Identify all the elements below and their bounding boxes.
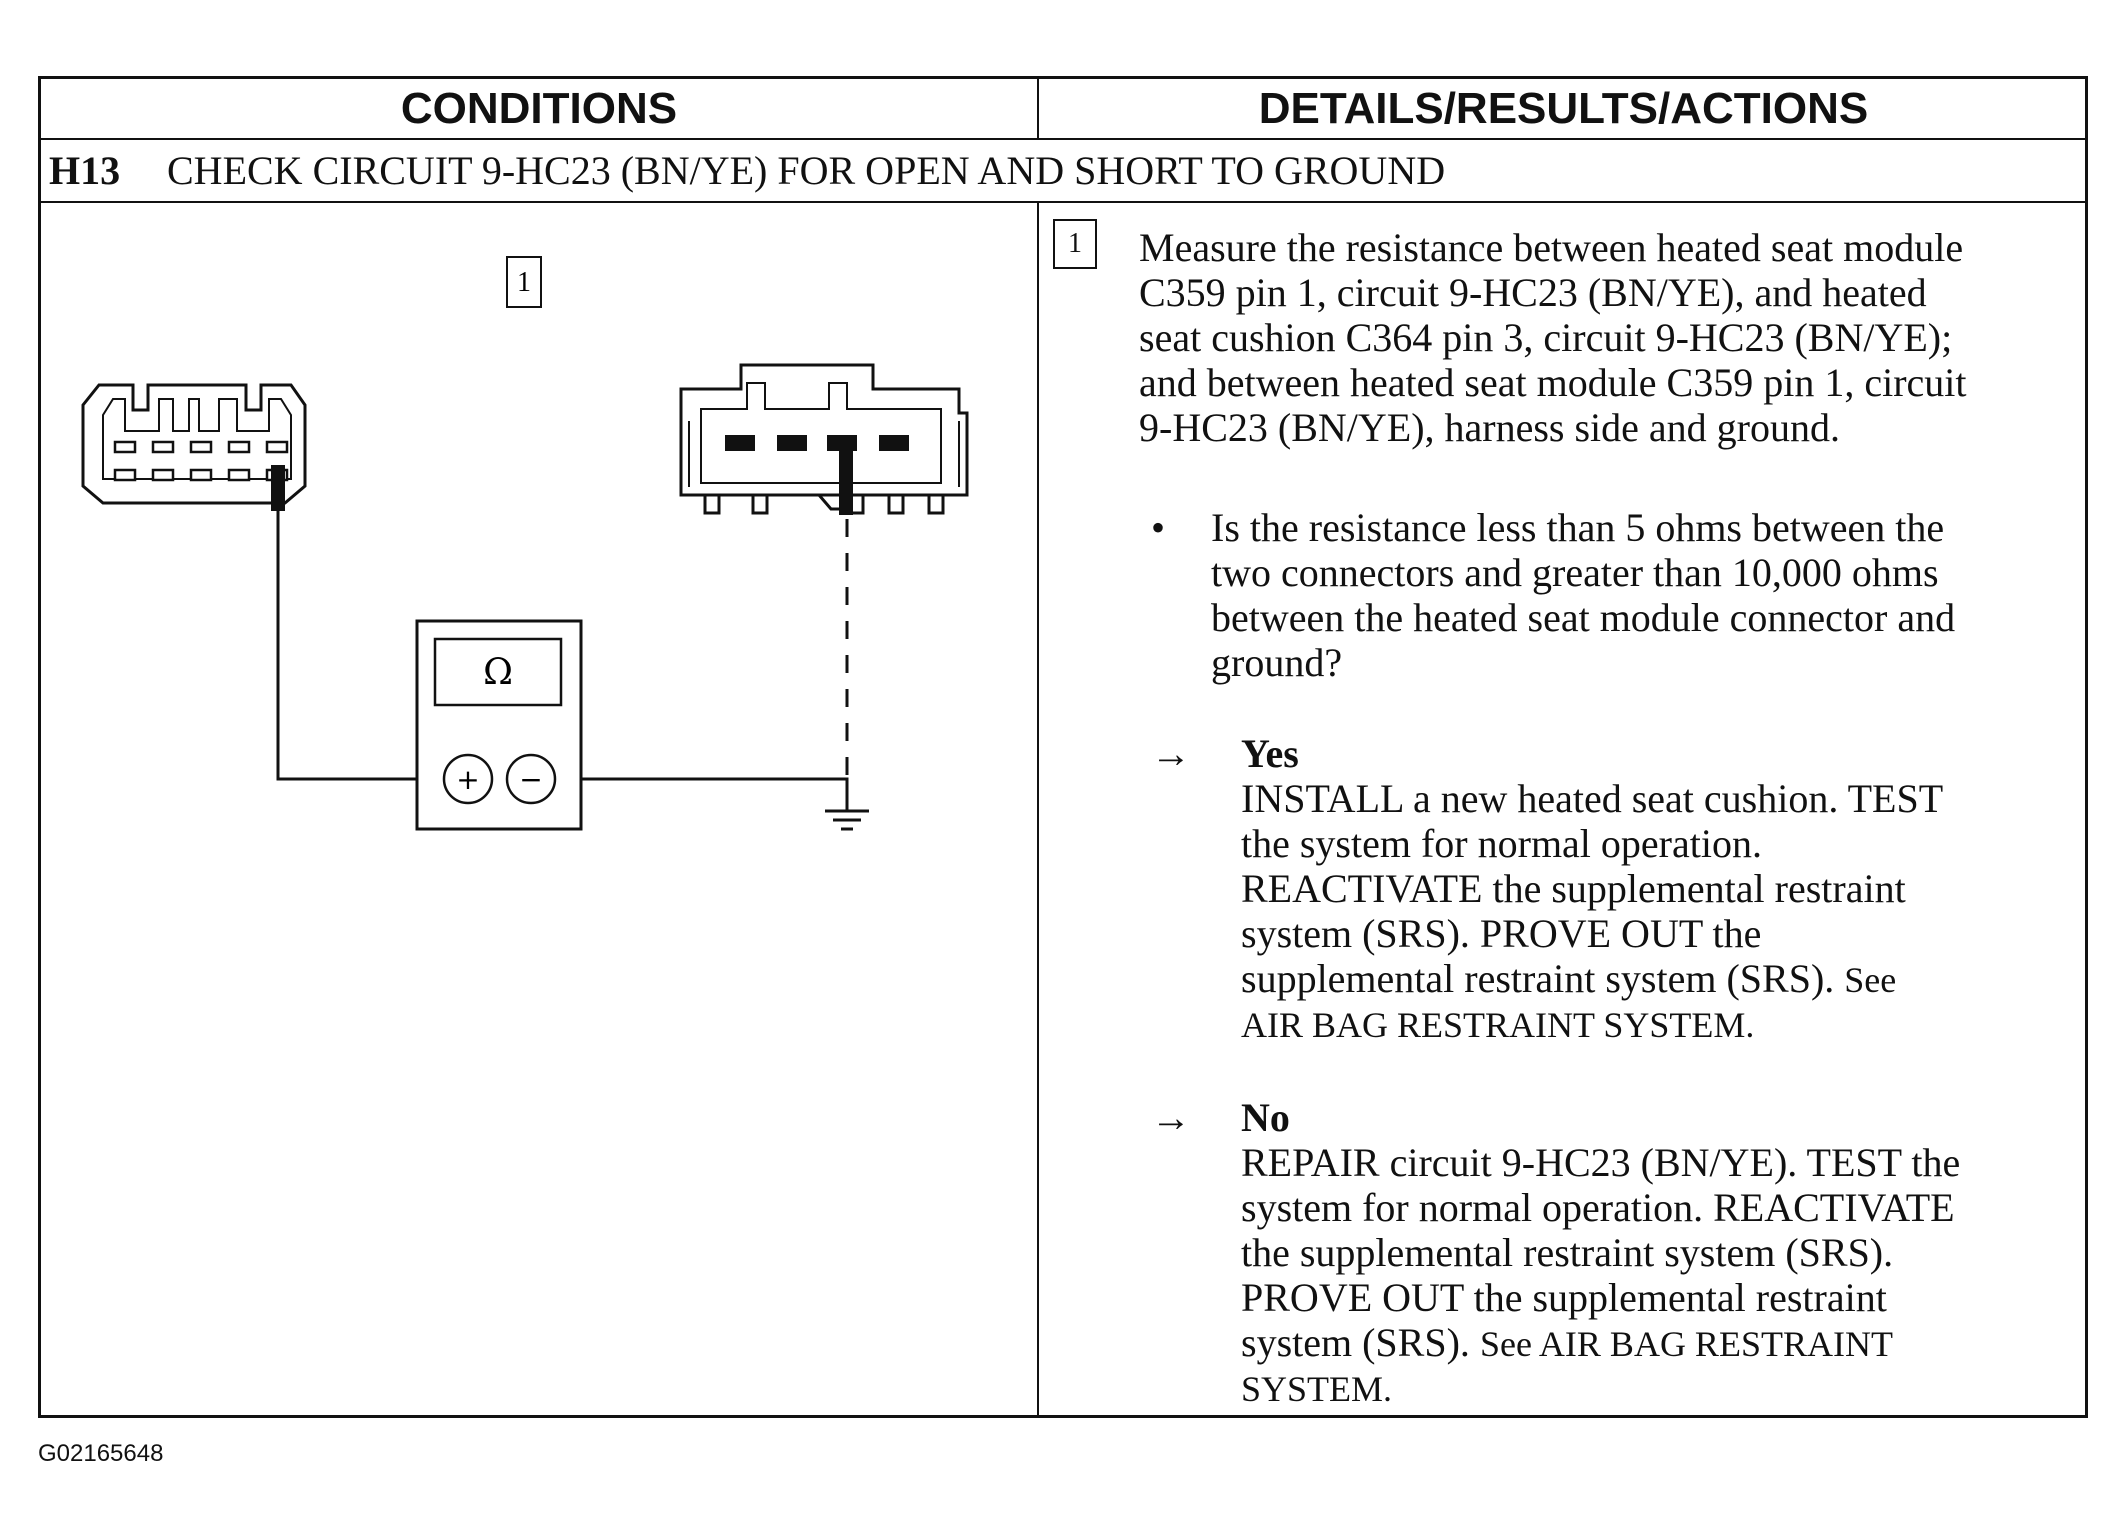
arrow-right-icon: → — [1151, 1095, 1191, 1140]
ohmmeter: Ω + − — [415, 619, 583, 831]
column-divider — [1037, 203, 1039, 1415]
ohm-icon: Ω — [483, 652, 513, 693]
connector-diagram: 1 — [81, 256, 969, 831]
probe-tip-left — [271, 465, 285, 511]
no-label: No — [1241, 1095, 1290, 1140]
details-step-box: 1 — [1053, 219, 1097, 269]
instruction-line: C359 pin 1, circuit 9-HC23 (BN/YE), and … — [1139, 270, 1927, 315]
positive-terminal — [442, 753, 494, 805]
details-header: DETAILS/RESULTS/ACTIONS — [1258, 84, 1869, 133]
question-line: two connectors and greater than 10,000 o… — [1211, 550, 1939, 595]
heated-seat-cushion-connector — [679, 363, 969, 515]
conditions-header: CONDITIONS — [400, 84, 678, 133]
no-line-text: system (SRS). — [1241, 1320, 1470, 1365]
no-line: PROVE OUT the supplemental restraint — [1241, 1275, 1887, 1320]
yes-line: REACTIVATE the supplemental restraint — [1241, 866, 1906, 911]
arrow-right-icon: → — [1151, 731, 1191, 776]
yes-line: INSTALL a new heated seat cushion. TEST — [1241, 776, 1944, 821]
heated-seat-module-connector — [81, 383, 307, 505]
probe-tip-right — [839, 451, 853, 515]
test-diagram: 1 — [41, 203, 1037, 1418]
yes-reference: AIR BAG RESTRAINT SYSTEM. — [1241, 1005, 1755, 1045]
no-line: system (SRS). See AIR BAG RESTRAINT — [1241, 1320, 1960, 1367]
yes-line-text: supplemental restraint system (SRS). — [1241, 956, 1835, 1001]
yes-line: supplemental restraint system (SRS). See — [1241, 956, 1943, 1003]
question-line: Is the resistance less than 5 ohms betwe… — [1211, 505, 1945, 550]
instruction-line: 9-HC23 (BN/YE), harness side and ground. — [1139, 405, 1840, 450]
yes-label: Yes — [1241, 731, 1299, 776]
ground-icon — [825, 793, 869, 831]
no-line: system for normal operation. REACTIVATE — [1241, 1185, 1955, 1230]
instruction-line: Measure the resistance between heated se… — [1139, 225, 1964, 270]
plus-icon: + — [456, 763, 479, 796]
negative-terminal — [505, 753, 557, 805]
no-actions: REPAIR circuit 9-HC23 (BN/YE). TEST the … — [1241, 1140, 1960, 1412]
no-see: See AIR BAG RESTRAINT — [1479, 1324, 1893, 1364]
diagram-step-box — [506, 256, 542, 308]
question-line: between the heated seat module connector… — [1211, 595, 1956, 640]
connector-pins-top — [113, 440, 289, 482]
connector-pins-right — [725, 435, 909, 451]
meter-lead-positive — [276, 511, 471, 781]
details-panel: 1 Measure the resistance between heated … — [1039, 203, 2088, 1418]
step-title-row: H13 CHECK CIRCUIT 9-HC23 (BN/YE) FOR OPE… — [41, 140, 2085, 203]
instruction-text: Measure the resistance between heated se… — [1139, 225, 1967, 450]
diagram-step-number: 1 — [517, 267, 531, 298]
figure-id: G02165648 — [38, 1440, 164, 1467]
question-line: ground? — [1211, 640, 1343, 685]
question-text: Is the resistance less than 5 ohms betwe… — [1211, 505, 1955, 685]
instruction-line: and between heated seat module C359 pin … — [1139, 360, 1967, 405]
no-line: the supplemental restraint system (SRS). — [1241, 1230, 1894, 1275]
no-line: REPAIR circuit 9-HC23 (BN/YE). TEST the — [1241, 1140, 1961, 1185]
yes-line: system (SRS). PROVE OUT the — [1241, 911, 1762, 956]
procedure-table: CONDITIONS DETAILS/RESULTS/ACTIONS H13 C… — [38, 76, 2088, 1418]
column-divider — [1037, 79, 1039, 138]
meter-lead-negative — [573, 777, 849, 793]
yes-line: the system for normal operation. — [1241, 821, 1762, 866]
instruction-line: seat cushion C364 pin 3, circuit 9-HC23 … — [1139, 315, 1953, 360]
no-reference: SYSTEM. — [1241, 1369, 1393, 1409]
yes-actions: INSTALL a new heated seat cushion. TEST … — [1241, 776, 1943, 1048]
step-title: CHECK CIRCUIT 9-HC23 (BN/YE) FOR OPEN AN… — [167, 148, 1446, 193]
table-header-row: CONDITIONS DETAILS/RESULTS/ACTIONS — [41, 79, 2085, 140]
minus-icon: − — [519, 763, 542, 796]
step-id: H13 — [49, 148, 121, 193]
yes-see: See — [1844, 960, 1897, 1000]
bullet-icon: • — [1151, 505, 1166, 550]
